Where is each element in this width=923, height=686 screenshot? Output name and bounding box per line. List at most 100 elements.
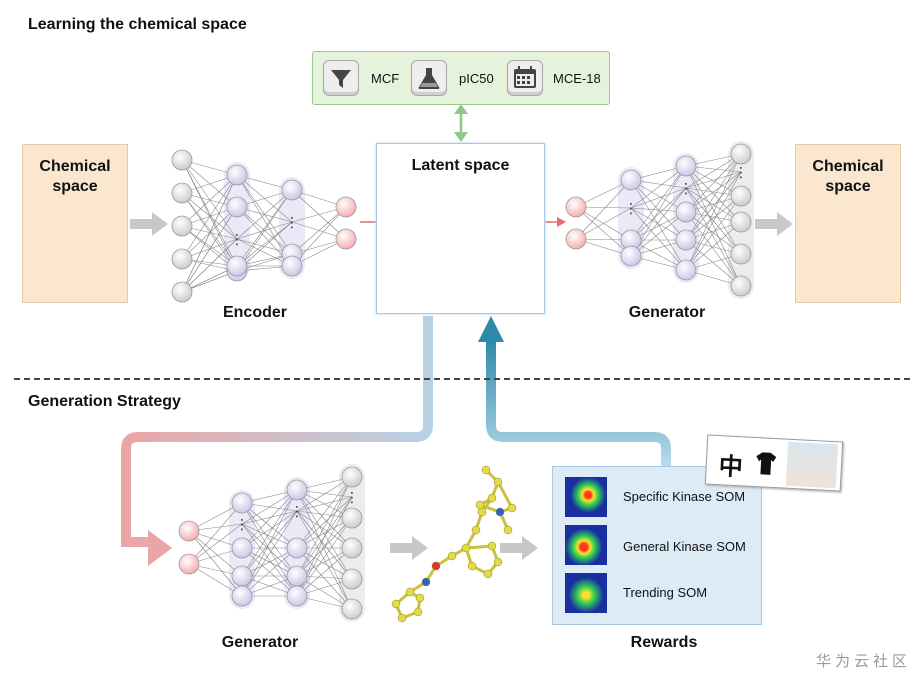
- encoder-network-layer-backing: [224, 162, 250, 279]
- generated-molecule-atom: [415, 593, 425, 603]
- generator-bottom-network-edge: [241, 489, 298, 525]
- flow-latent-to-generator: [121, 316, 433, 547]
- generated-molecule-atom: [391, 599, 401, 609]
- reward-item-trending: Trending SOM: [623, 585, 708, 600]
- flow-arrowhead-blue: [478, 316, 504, 342]
- generator-bottom-network-edge: [241, 502, 298, 577]
- generator-top-network-edge: [685, 153, 742, 213]
- generator-bottom-network-edge: [296, 496, 353, 512]
- generator-top-network-edge: [575, 206, 632, 257]
- generator-top-network-ellipsis: ⋮: [624, 201, 638, 217]
- generator-bottom-network-edge: [188, 523, 243, 565]
- generator-bottom-network-edge: [241, 510, 298, 525]
- generated-molecule-atom: [421, 577, 431, 587]
- generated-molecule-atom: [493, 557, 503, 567]
- encoder-network-edge: [181, 159, 238, 272]
- generator-top-network-edge: [685, 171, 742, 271]
- generated-molecule-atom: [503, 525, 513, 535]
- generator-top-network-node: [620, 169, 642, 191]
- encoder-network-node: [171, 248, 193, 270]
- generator-top-network-edge: [685, 171, 742, 189]
- generator-top-network-edge: [685, 239, 742, 287]
- generated-molecule-atom: [405, 587, 415, 597]
- generator-top-network-edge: [685, 165, 742, 197]
- shirt-icon: [756, 452, 777, 475]
- encoder-network-edge: [181, 225, 238, 267]
- funnel-icon: [323, 60, 359, 96]
- encoder-network-node: [281, 179, 303, 201]
- generator-bottom-network-edge: [296, 547, 353, 597]
- generator-bottom-network-node: [341, 598, 363, 620]
- generator-bottom-network-edge: [296, 489, 353, 580]
- generator-bottom-network-edge: [241, 510, 298, 597]
- encoder-network-node: [171, 215, 193, 237]
- generator-top-network-node: [675, 155, 697, 177]
- generated-molecule-atom: [487, 541, 497, 551]
- encoder-network-node: [226, 255, 248, 277]
- generator-bottom-network-node: [231, 492, 253, 514]
- portrait-photo: [785, 441, 839, 489]
- encoder-network-edge: [236, 189, 293, 272]
- generator-bottom-network-ellipsis: ⋮: [235, 517, 249, 533]
- flow-arrowhead-pink: [148, 530, 172, 566]
- property-label-mcf: MCF: [371, 71, 400, 86]
- generator-top-network-node: [675, 201, 697, 223]
- generated-molecule: [391, 465, 517, 623]
- generator-top-network-edge: [685, 171, 742, 213]
- generator-bottom-network-node: [286, 565, 308, 587]
- chemical-space-output-label: Chemical space: [812, 158, 884, 195]
- generator-bottom-network-ellipsis: ⋮: [345, 490, 359, 506]
- encoder-network-node: [335, 196, 357, 218]
- generator-bottom-network-edge: [241, 502, 298, 549]
- generator-bottom-network-edge: [296, 476, 353, 577]
- encoder-network-node: [171, 281, 193, 303]
- generated-molecule-atom: [397, 613, 407, 623]
- encoder-network-edge: [181, 238, 238, 293]
- generator-top-network-edge: [685, 187, 742, 223]
- generated-molecule-atom: [413, 607, 423, 617]
- arrow-molecule-to-rewards-head: [522, 536, 538, 560]
- generated-molecule-atom: [495, 507, 505, 517]
- generator-top-network-edge: [630, 187, 687, 241]
- generator-bottom-network: ⋮⋮⋮: [178, 464, 365, 622]
- arrow-chem-to-encoder: [130, 219, 152, 229]
- encoder-network-edge: [236, 221, 293, 267]
- generated-molecule-atom: [481, 465, 491, 475]
- generated-molecule-atom: [493, 477, 503, 487]
- calendar-icon: [507, 60, 543, 96]
- generator-top-network-edge: [685, 187, 742, 287]
- generator-top-network-node: [565, 196, 587, 218]
- generator-bottom-network-edge: [241, 523, 298, 597]
- chemical-space-output: Chemical space: [795, 144, 901, 303]
- generator-top-label: Generator: [628, 304, 706, 321]
- generator-bottom-network-edge: [296, 517, 353, 597]
- generated-molecule-atom: [431, 561, 441, 571]
- latent-space-label: Latent space: [411, 157, 510, 174]
- generator-top-network-node: [565, 228, 587, 250]
- property-label-mce18: MCE-18: [553, 71, 601, 86]
- arrow-generator-to-chem: [755, 219, 777, 229]
- arrow-generator-to-molecule: [390, 543, 412, 553]
- encoder-network-edge: [236, 189, 293, 240]
- generated-molecule-bond: [496, 481, 514, 509]
- generator-bottom-label: Generator: [221, 634, 299, 651]
- arrowhead-up: [454, 104, 468, 114]
- generator-top-network-edge: [630, 207, 687, 241]
- generator-top-network-edge: [630, 179, 687, 213]
- som-map-specific: [565, 477, 607, 517]
- generator-top-network-ellipsis: ⋮: [734, 165, 748, 181]
- generated-molecule-atom: [471, 525, 481, 535]
- generator-bottom-network-edge: [188, 502, 243, 565]
- generator-bottom-network-node: [286, 585, 308, 607]
- generator-top-network-node: [620, 245, 642, 267]
- som-map-trending: [565, 573, 607, 613]
- arrow-chem-to-encoder-head: [152, 212, 168, 236]
- generator-top-network-edge: [685, 153, 742, 189]
- generator-bottom-network-edge: [296, 547, 353, 610]
- generated-molecule-atom: [487, 493, 497, 503]
- generator-bottom-network-edge: [296, 496, 353, 549]
- section-divider: [14, 378, 910, 380]
- generator-bottom-network-node: [231, 565, 253, 587]
- generated-molecule-atom: [483, 569, 493, 579]
- generator-top-network-edge: [685, 153, 742, 271]
